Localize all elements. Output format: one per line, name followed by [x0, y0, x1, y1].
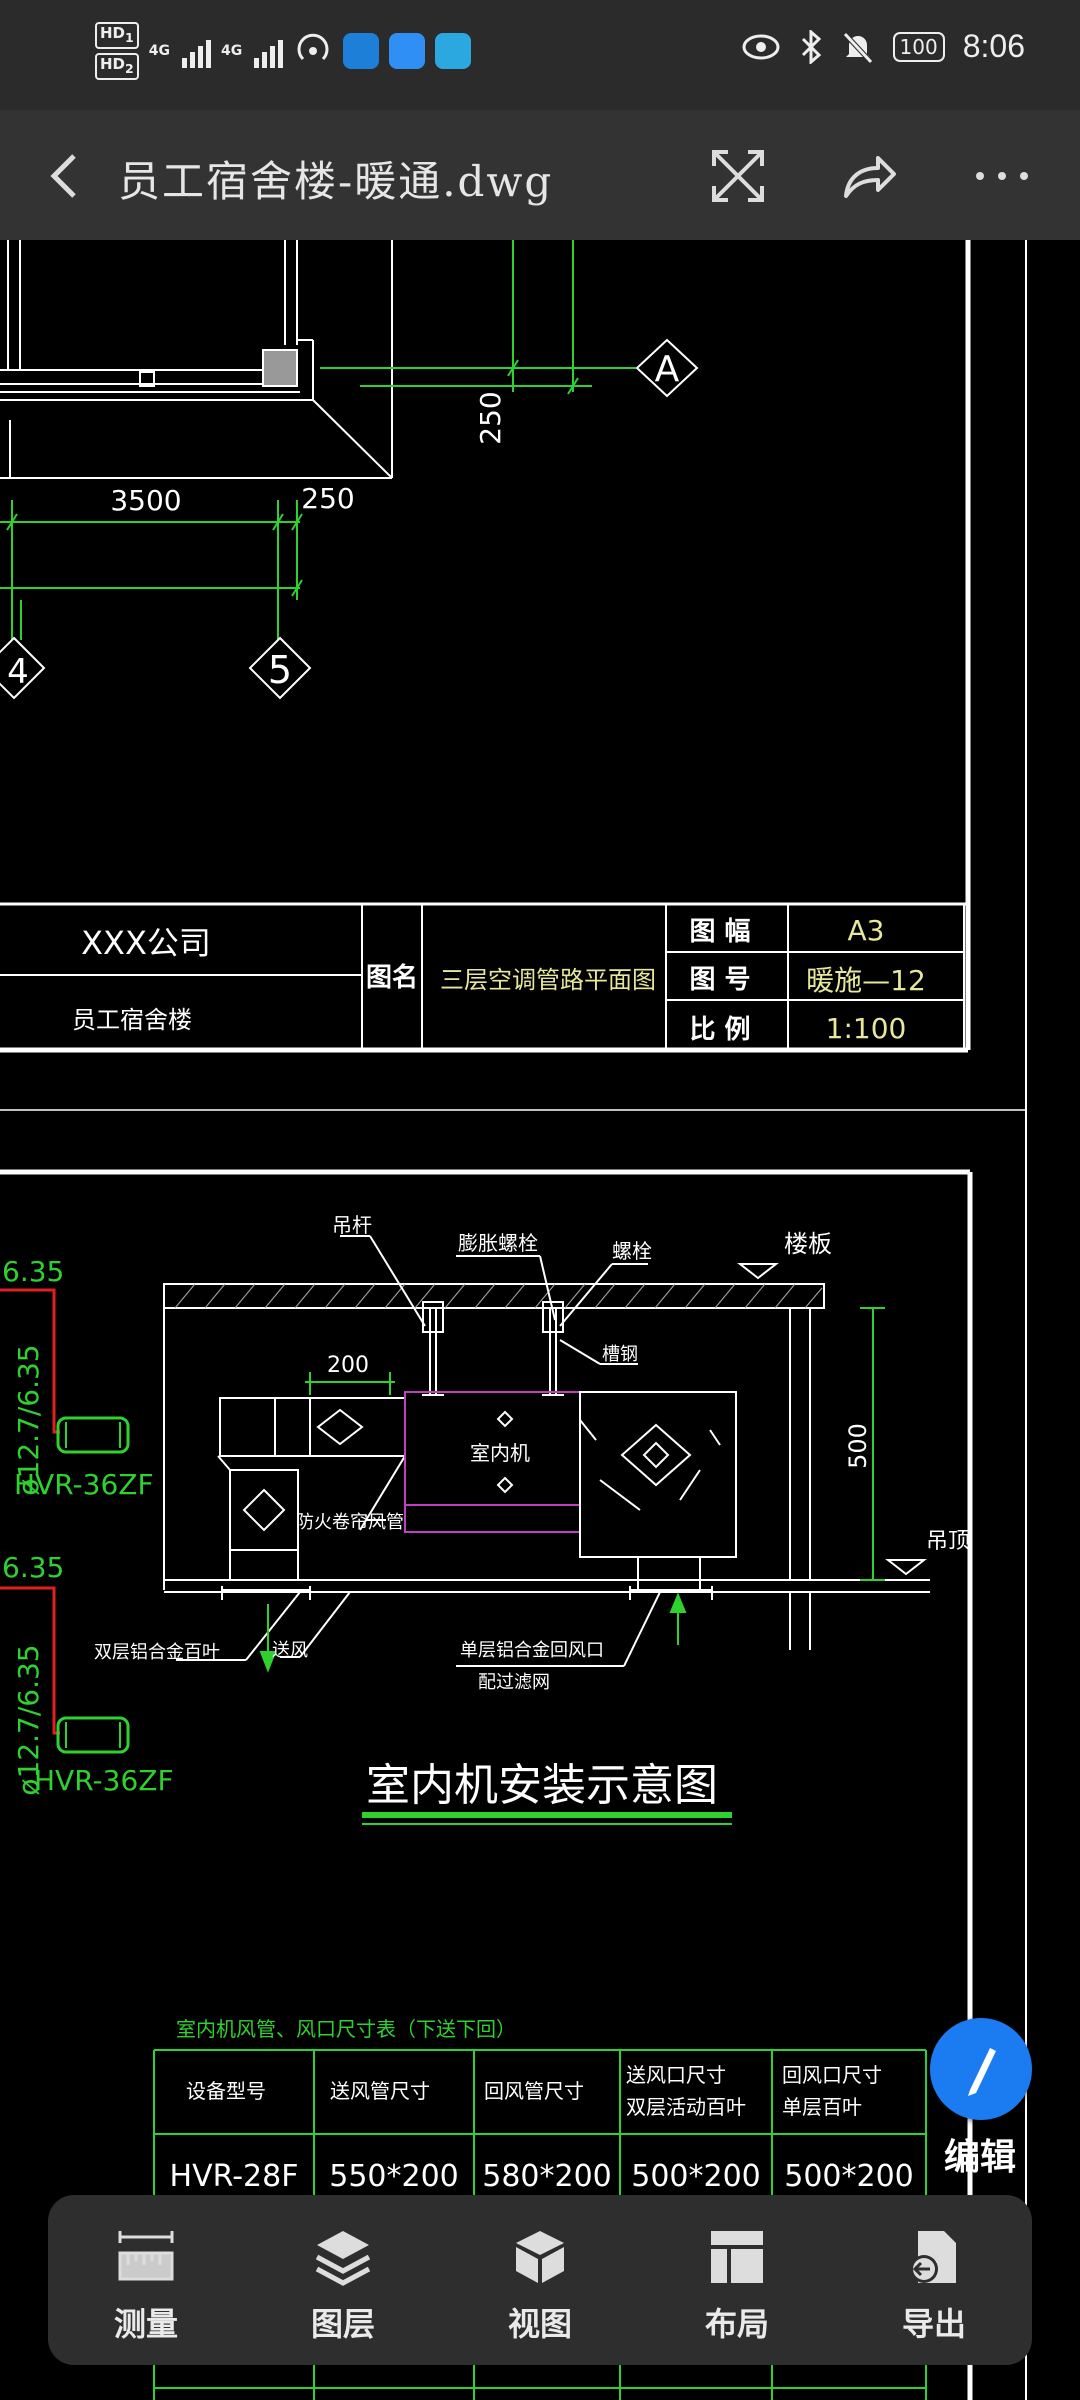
label-double-louver: 双层铝合金百叶: [94, 1642, 220, 1663]
table-cell-supply-vent: 500*200: [631, 2159, 761, 2194]
app-notification-icon-1: [343, 33, 380, 69]
file-title: 员工宿舍楼-暖通.dwg: [118, 157, 554, 206]
table-cell-supply-duct: 550*200: [329, 2159, 459, 2194]
fullscreen-icon[interactable]: [708, 146, 768, 206]
table-header-return-vent-sub: 单层百叶: [782, 2095, 862, 2119]
axis-a-label: A: [655, 349, 680, 390]
pen-icon: [968, 2048, 996, 2096]
label-bolt: 螺栓: [612, 1239, 652, 1263]
label-channel-steel: 槽钢: [602, 1344, 638, 1365]
pipe-runs: [0, 1288, 130, 1754]
installation-detail: [163, 1235, 930, 1667]
pipe2-size: ø12.7/6.35: [12, 1644, 45, 1795]
table-header-return-vent: 回风口尺寸: [782, 2063, 882, 2087]
label-hanger: 吊杆: [332, 1213, 372, 1237]
dim-250-horizontal: 250: [301, 482, 354, 515]
hd-badge-2: HD2: [95, 53, 139, 80]
axis-4-label: 4: [7, 652, 29, 692]
dim-500: 500: [844, 1423, 872, 1469]
dim-200: 200: [327, 1353, 369, 1378]
mute-bell-icon: [842, 31, 873, 64]
ruler-icon: [118, 2231, 174, 2281]
label-expansion-bolt: 膨胀螺栓: [458, 1231, 538, 1255]
layout-icon: [711, 2231, 763, 2283]
detail-dimension-lines: [259, 1307, 885, 1673]
table-header-supply-vent-sub: 双层活动百叶: [626, 2095, 746, 2119]
unit-model-1: HVR-36ZF: [14, 1468, 154, 1501]
sheet-size-label: 图 幅: [689, 917, 750, 947]
label-fire-valve: 防火卷帘风管: [296, 1512, 404, 1533]
clock: 8:06: [962, 28, 1025, 64]
drawing-name: 三层空调管路平面图: [440, 966, 656, 994]
export-button[interactable]: 导出: [836, 2195, 1032, 2365]
layers-label: 图层: [310, 2305, 375, 2343]
table-header-model: 设备型号: [186, 2079, 266, 2103]
measure-label: 测量: [113, 2305, 178, 2343]
detail-title: 室内机安装示意图: [366, 1760, 718, 1811]
table-header-supply-vent: 送风口尺寸: [626, 2063, 726, 2087]
scale-value: 1:100: [826, 1012, 907, 1045]
cad-canvas[interactable]: A 5 4 250 3500 250 XXX公司 员工宿舍楼 图名 三层空调管路…: [0, 240, 1080, 2400]
drawing-number-value: 暖施—12: [806, 964, 926, 997]
label-filter: 配过滤网: [478, 1672, 550, 1693]
measure-button[interactable]: 测量: [48, 2195, 244, 2365]
app-notification-icon-2: [389, 33, 426, 69]
status-bar: HD1 HD2 4G 4G 100 8:06: [0, 0, 1080, 110]
layout-label: 布局: [704, 2305, 769, 2343]
axis-5-label: 5: [268, 648, 292, 692]
company-name: XXX公司: [81, 924, 211, 962]
view-button[interactable]: 视图: [442, 2195, 638, 2365]
edit-label[interactable]: 编辑: [944, 2137, 1017, 2178]
edit-button[interactable]: [930, 2018, 1032, 2120]
share-icon[interactable]: [838, 146, 898, 206]
floor-plan: [0, 240, 393, 479]
network-type-2: 4G: [220, 43, 243, 59]
network-type-1: 4G: [148, 43, 170, 59]
table-header-supply-duct: 送风管尺寸: [330, 2079, 430, 2103]
app-bar: 员工宿舍楼-暖通.dwg: [0, 110, 1080, 240]
axis-markers: A 5 4: [0, 338, 699, 700]
label-single-louver: 单层铝合金回风口: [460, 1640, 604, 1661]
label-floor-slab: 楼板: [784, 1230, 832, 1258]
more-icon[interactable]: [972, 146, 1032, 206]
export-icon: [910, 2231, 956, 2283]
signal-icon-2: [254, 34, 284, 68]
dimension-lines: [0, 240, 636, 640]
table-header-return-duct: 回风管尺寸: [484, 2079, 584, 2103]
layers-icon: [315, 2231, 371, 2286]
signal-icon-1: [181, 34, 211, 68]
layout-button[interactable]: 布局: [639, 2195, 835, 2365]
eye-icon: [742, 34, 780, 59]
table-cell-return-vent: 500*200: [784, 2159, 914, 2194]
label-indoor-unit: 室内机: [470, 1441, 530, 1465]
bluetooth-icon: [801, 29, 821, 64]
battery-level: 100: [892, 31, 945, 62]
scale-label: 比 例: [689, 1015, 750, 1045]
project-name: 员工宿舍楼: [72, 1006, 192, 1034]
hd-badge-1: HD1: [95, 22, 139, 49]
label-ceiling: 吊顶: [926, 1529, 970, 1554]
drawing-name-label: 图名: [366, 962, 418, 993]
table-cell-model: HVR-28F: [170, 2159, 299, 2194]
app-notification-icon-3: [435, 33, 472, 69]
hotspot-icon: [297, 33, 329, 61]
table-cell-return-duct: 580*200: [482, 2159, 612, 2194]
title-block: [0, 902, 968, 1048]
dim-3500: 3500: [110, 484, 181, 517]
bottom-toolbar: 测量 图层 视图 布局 导出: [48, 2195, 1032, 2365]
pipe2-size-top: 6.35: [2, 1551, 64, 1584]
sheet-size-value: A3: [848, 914, 885, 947]
pipe1-size-top: 6.35: [2, 1255, 64, 1288]
cube-icon: [516, 2231, 564, 2283]
view-label: 视图: [507, 2305, 572, 2343]
label-supply: 送风: [272, 1640, 308, 1661]
back-arrow-icon[interactable]: [40, 148, 96, 204]
drawing-number-label: 图 号: [689, 965, 750, 995]
pipe1-size: ø12.7/6.35: [12, 1344, 45, 1495]
layers-button[interactable]: 图层: [245, 2195, 441, 2365]
unit-model-2: HVR-36ZF: [34, 1764, 174, 1797]
dim-250-vertical: 250: [474, 391, 507, 444]
export-label: 导出: [901, 2305, 966, 2343]
table-caption: 室内机风管、风口尺寸表（下送下回）: [176, 2017, 516, 2041]
